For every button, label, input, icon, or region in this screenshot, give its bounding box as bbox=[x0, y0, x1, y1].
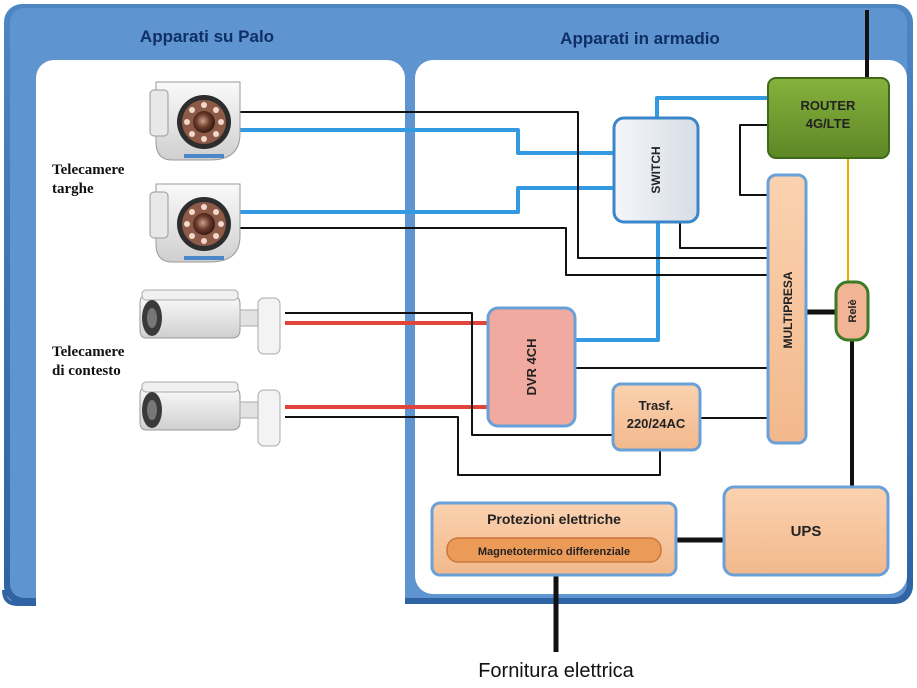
network-cables bbox=[235, 96, 768, 342]
trasf-label-1: Trasf. bbox=[639, 398, 674, 413]
left-panel bbox=[36, 60, 405, 680]
ups-box: UPS bbox=[722, 485, 890, 577]
router-box: ROUTER 4G/LTE bbox=[767, 77, 890, 159]
rele-label: Relè bbox=[847, 299, 859, 322]
protezioni-box: Protezioni elettriche Magnetotermico dif… bbox=[430, 501, 678, 577]
ups-label: UPS bbox=[791, 523, 822, 540]
telecamere-targhe-label-1: Telecamere bbox=[52, 162, 125, 178]
right-panel-title: Apparati in armadio bbox=[560, 29, 720, 48]
router-label-2: 4G/LTE bbox=[806, 116, 851, 131]
dome-camera-icon bbox=[149, 183, 241, 263]
dome-camera-icon bbox=[149, 81, 241, 161]
bullet-camera-icon bbox=[139, 381, 281, 447]
left-panel-title: Apparati su Palo bbox=[140, 27, 274, 46]
video-cables bbox=[285, 321, 490, 409]
fornitura-elettrica-label: Fornitura elettrica bbox=[478, 660, 634, 682]
telecamere-targhe-label-2: targhe bbox=[52, 181, 94, 197]
multipresa-label: MULTIPRESA bbox=[781, 271, 795, 348]
switch-box: SWITCH bbox=[612, 116, 700, 224]
router-label-1: ROUTER bbox=[801, 98, 857, 113]
dvr-label: DVR 4CH bbox=[524, 338, 539, 395]
telecamere-contesto-label-1: Telecamere bbox=[52, 344, 125, 360]
magnetotermico-label: Magnetotermico differenziale bbox=[478, 546, 630, 558]
trasformatore-box: Trasf. 220/24AC bbox=[611, 382, 702, 452]
trasf-label-2: 220/24AC bbox=[627, 416, 686, 431]
power-cables bbox=[235, 111, 773, 476]
telecamere-contesto-label-2: di contesto bbox=[52, 363, 121, 379]
protezioni-label: Protezioni elettriche bbox=[487, 511, 621, 527]
switch-label: SWITCH bbox=[649, 146, 663, 193]
dvr-box: DVR 4CH bbox=[486, 306, 577, 428]
bullet-camera-icon bbox=[139, 289, 281, 355]
rele-box: Relè bbox=[834, 280, 870, 342]
multipresa-box: MULTIPRESA bbox=[766, 173, 808, 445]
